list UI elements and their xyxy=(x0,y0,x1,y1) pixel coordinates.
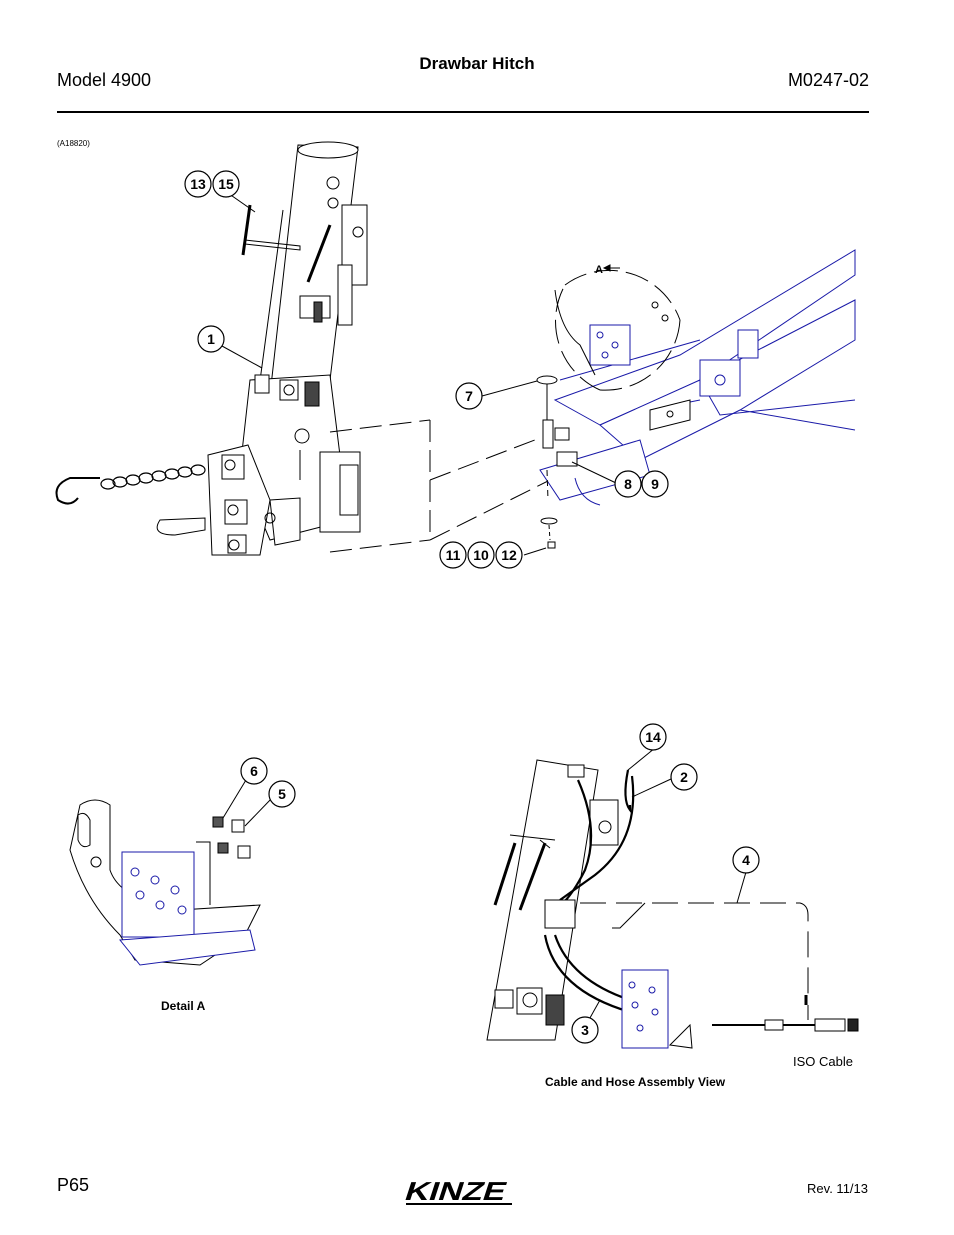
detail-a-drawing xyxy=(69,799,261,966)
page-title: Drawbar Hitch xyxy=(419,54,535,73)
logo-text: KINZE xyxy=(401,1177,511,1206)
detail-a-circle xyxy=(554,264,681,391)
figure-id: (A18820) xyxy=(57,139,90,148)
callout-4: 4 xyxy=(742,852,750,868)
callout-9: 9 xyxy=(651,476,659,492)
callout-14: 14 xyxy=(645,729,661,745)
callout-2: 2 xyxy=(680,769,688,785)
assembly-view-caption: Cable and Hose Assembly View xyxy=(545,1075,726,1089)
callout-10: 10 xyxy=(473,547,489,563)
revision-label: Rev. 11/13 xyxy=(807,1181,868,1196)
cable-hose-drawing xyxy=(486,759,859,1049)
callout-6: 6 xyxy=(250,763,258,779)
iso-cable-label: ISO Cable xyxy=(793,1054,853,1069)
hitch-assembly-drawing xyxy=(55,141,551,556)
callout-balloons xyxy=(184,170,760,1044)
tongue-frame-drawing xyxy=(539,249,856,506)
header-rule xyxy=(57,111,869,113)
callout-8: 8 xyxy=(624,476,632,492)
detail-a-marker: A xyxy=(595,264,603,276)
callout-15: 15 xyxy=(218,176,234,192)
page-number: P65 xyxy=(57,1175,90,1195)
callout-12: 12 xyxy=(501,547,517,563)
callout-1: 1 xyxy=(207,331,215,347)
detail-a-caption: Detail A xyxy=(161,999,206,1013)
callout-3: 3 xyxy=(581,1022,589,1038)
callout-13: 13 xyxy=(190,176,206,192)
leader-lines xyxy=(221,190,747,1026)
hitch-pin-drawing xyxy=(536,375,578,549)
callout-5: 5 xyxy=(278,786,286,802)
callout-11: 11 xyxy=(446,547,461,563)
callout-labels: 13 15 1 7 8 9 11 10 12 14 2 4 3 6 5 A xyxy=(190,176,750,1038)
callout-7: 7 xyxy=(465,388,473,404)
document-number: M0247-02 xyxy=(787,70,869,90)
kinze-logo: KINZE xyxy=(401,1177,512,1206)
model-label: Model 4900 xyxy=(57,70,152,90)
